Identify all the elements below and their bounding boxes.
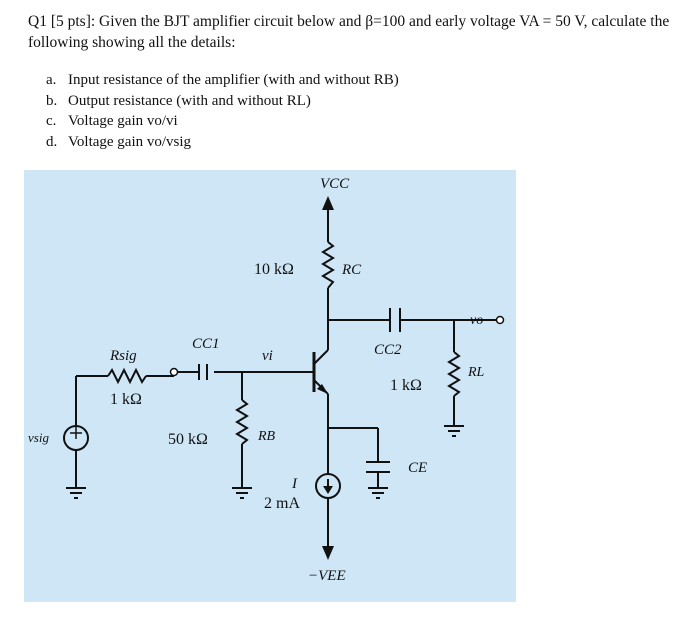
rl-value-label: 1 kΩ xyxy=(390,377,422,394)
vsig-label: vsig xyxy=(28,430,49,445)
vcc-arrow xyxy=(322,196,334,210)
ground-symbols xyxy=(66,425,464,499)
rc-name-label: RC xyxy=(341,262,362,278)
cc2-label: CC2 xyxy=(374,342,402,358)
vi-label: vi xyxy=(262,348,273,364)
vo-label: vo xyxy=(470,313,483,328)
question-line-2: following showing all the details: xyxy=(28,34,236,51)
vee-arrow xyxy=(322,546,334,560)
list-item: d.Voltage gain vo/vsig xyxy=(46,133,192,150)
rb-name-label: RB xyxy=(257,429,276,444)
rb-resistor xyxy=(235,399,249,445)
rsig-name-label: Rsig xyxy=(109,348,137,364)
vcc-label: VCC xyxy=(320,176,350,192)
current-value-label: 2 mA xyxy=(264,495,300,512)
rl-resistor xyxy=(447,351,461,397)
vee-label: −VEE xyxy=(308,568,346,584)
list-item: a.Input resistance of the amplifier (wit… xyxy=(46,72,399,88)
rl-name-label: RL xyxy=(467,365,485,380)
emitter-arrow xyxy=(317,384,328,394)
bjt-circuit-diagram: VCC 10 kΩ RC CC2 vo 1 kΩ RL Rsig 1 kΩ CC… xyxy=(24,170,516,602)
list-item: c.Voltage gain vo/vi xyxy=(46,113,178,129)
question-line-1: Q1 [5 pts]: Given the BJT amplifier circ… xyxy=(28,13,670,30)
rc-resistor xyxy=(321,241,335,289)
rb-value-label: 50 kΩ xyxy=(168,431,208,448)
rsig-value-label: 1 kΩ xyxy=(110,391,142,408)
circuit-background xyxy=(24,170,516,602)
list-item: b.Output resistance (with and without RL… xyxy=(46,92,311,109)
current-name-label: I xyxy=(291,476,298,492)
rsig-resistor xyxy=(107,367,147,385)
question-items: a.Input resistance of the amplifier (wit… xyxy=(46,70,399,152)
vo-terminal xyxy=(495,315,505,325)
cc1-label: CC1 xyxy=(192,336,220,352)
rc-value-label: 10 kΩ xyxy=(254,261,294,278)
ce-label: CE xyxy=(408,460,427,476)
